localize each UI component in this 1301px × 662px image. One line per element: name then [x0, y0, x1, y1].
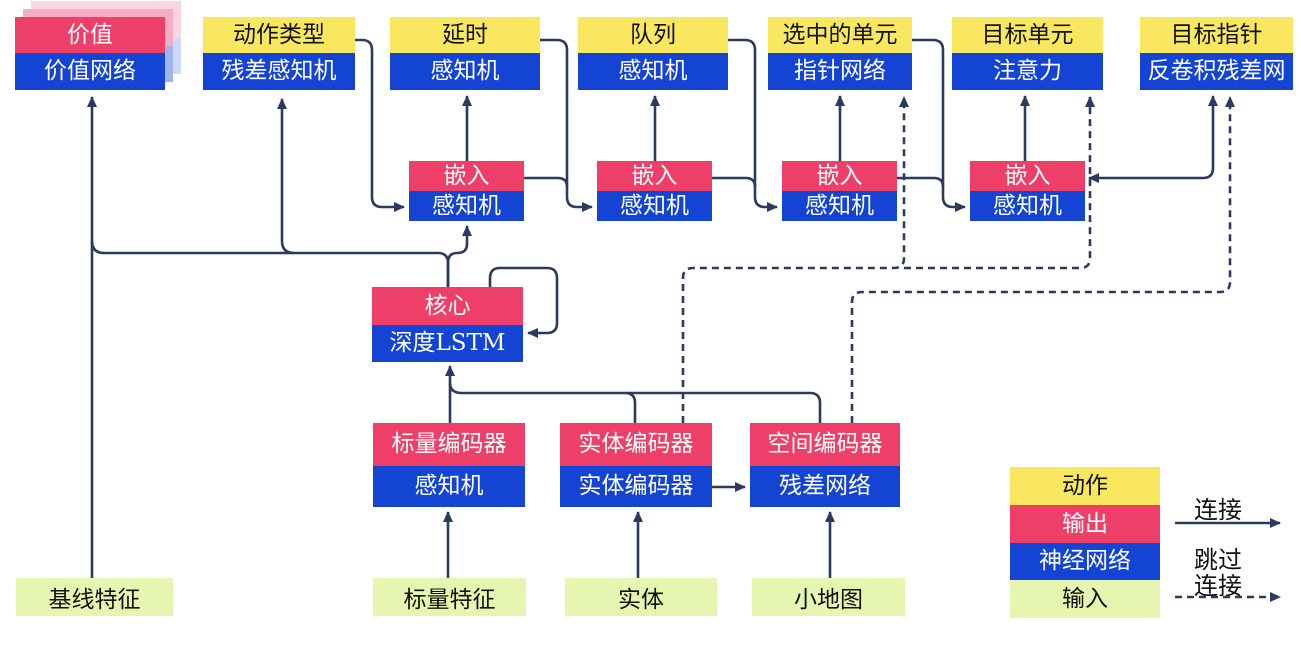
head-action-type: 动作类型 残差感知机: [203, 17, 355, 90]
input-entities: 实体: [565, 578, 717, 616]
head-selected-units: 选中的单元 指针网络: [768, 17, 912, 90]
legend-skip-label-line1: 跳过: [1194, 546, 1242, 574]
edge-actiontype-to-embed1: [355, 38, 405, 212]
skip-entityenc-to-selected: [681, 96, 909, 423]
edge-embed4-to-targetpoint: [1088, 95, 1218, 183]
edge-trunk-to-embed1: [446, 225, 472, 287]
core-network: 深度LSTM: [372, 325, 523, 362]
legend-neural-network: 神经网络: [1010, 543, 1160, 580]
encoder-entity-output: 实体编码器: [560, 423, 712, 466]
head-selected-units-network: 指针网络: [768, 53, 912, 90]
edge-core-output-trunk: [90, 240, 450, 287]
head-queue-action: 队列: [578, 17, 728, 53]
encoder-entity: 实体编码器 实体编码器: [560, 423, 712, 507]
head-action-type-action: 动作类型: [203, 17, 355, 53]
embedding-2-network: 感知机: [597, 191, 712, 221]
edge-delay-to-embed2: [540, 38, 593, 212]
embedding-4-output: 嵌入: [970, 161, 1085, 191]
embedding-1-network: 感知机: [409, 191, 524, 221]
head-value-output: 价值: [15, 17, 165, 53]
edge-trunk-to-actiontype: [277, 98, 295, 255]
embedding-4-network: 感知机: [970, 191, 1085, 221]
head-value: 价值 价值网络: [15, 17, 165, 90]
head-queue: 队列 感知机: [578, 17, 728, 90]
edge-selected-to-embed4: [912, 38, 966, 212]
legend-skip-label-line2: 连接: [1194, 572, 1242, 600]
head-target-point: 目标指针 反卷积残差网: [1140, 17, 1293, 90]
edge-spatialenc-to-core-hline: [448, 382, 822, 423]
edge-core-selfloop: [488, 266, 559, 338]
edge-embed2-side-out: [712, 176, 757, 188]
head-target-unit-action: 目标单元: [952, 17, 1103, 53]
legend-color-key: 动作 输出 神经网络 输入: [1010, 467, 1160, 618]
embedding-1-output: 嵌入: [409, 161, 524, 191]
encoder-spatial-output: 空间编码器: [750, 423, 900, 466]
head-value-network: 价值网络: [15, 53, 165, 90]
legend-action: 动作: [1010, 467, 1160, 505]
head-delay: 延时 感知机: [390, 17, 540, 90]
encoder-spatial: 空间编码器 残差网络: [750, 423, 900, 507]
embedding-3-network: 感知机: [782, 191, 897, 221]
embedding-2: 嵌入 感知机: [597, 161, 712, 221]
head-queue-network: 感知机: [578, 53, 728, 90]
head-delay-network: 感知机: [390, 53, 540, 90]
head-delay-action: 延时: [390, 17, 540, 53]
head-target-unit: 目标单元 注意力: [952, 17, 1103, 90]
legend-output: 输出: [1010, 505, 1160, 543]
embedding-1: 嵌入 感知机: [409, 161, 524, 221]
embedding-3: 嵌入 感知机: [782, 161, 897, 221]
legend-input: 输入: [1010, 580, 1160, 618]
encoder-spatial-network: 残差网络: [750, 466, 900, 507]
encoder-scalar-network: 感知机: [373, 466, 525, 507]
core-output: 核心: [372, 287, 523, 325]
embedding-2-output: 嵌入: [597, 161, 712, 191]
edge-queue-to-embed3: [728, 38, 778, 212]
legend-connection-label: 连接: [1194, 496, 1242, 524]
encoder-scalar: 标量编码器 感知机: [373, 423, 525, 507]
edge-entityenc-join: [624, 391, 637, 423]
core: 核心 深度LSTM: [372, 287, 523, 362]
input-baseline-features: 基线特征: [16, 578, 173, 616]
edge-embed3-side-out: [897, 176, 945, 188]
head-selected-units-action: 选中的单元: [768, 17, 912, 53]
skip-branch-to-targetunit: [904, 96, 1095, 270]
head-target-point-action: 目标指针: [1140, 17, 1293, 53]
head-action-type-network: 残差感知机: [203, 53, 355, 90]
encoder-scalar-output: 标量编码器: [373, 423, 525, 466]
input-minimap: 小地图: [752, 578, 905, 616]
embedding-3-output: 嵌入: [782, 161, 897, 191]
edge-embed1-side-out: [524, 176, 569, 188]
embedding-4: 嵌入 感知机: [970, 161, 1085, 221]
encoder-entity-network: 实体编码器: [560, 466, 712, 507]
skip-spatialenc-to-targetpoint: [850, 96, 1235, 423]
head-target-unit-network: 注意力: [952, 53, 1103, 90]
input-scalar-features: 标量特征: [373, 578, 526, 616]
head-target-point-network: 反卷积残差网: [1140, 53, 1293, 90]
